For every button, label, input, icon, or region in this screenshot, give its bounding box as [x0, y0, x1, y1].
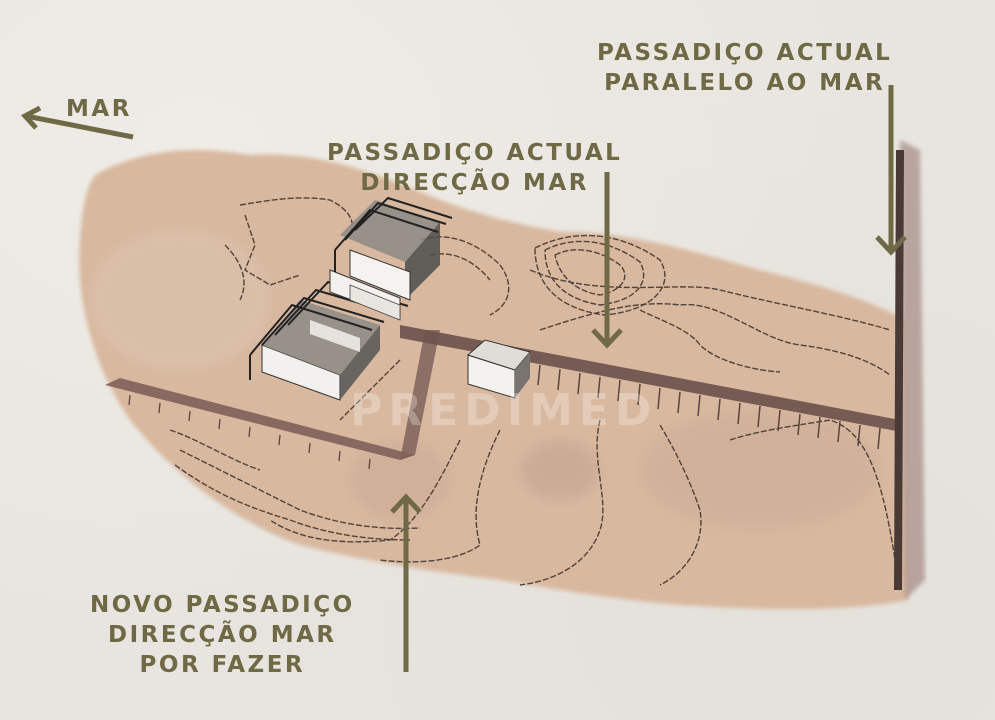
arrow-down-icon-paralelo — [875, 85, 907, 256]
label-novo-line-3: POR FAZER — [139, 652, 306, 678]
arrow-up-icon-novo — [390, 493, 422, 672]
small-building — [467, 339, 531, 399]
label-direccao-line-2: DIRECÇÃO MAR — [360, 170, 589, 196]
label-passadico-direccao: PASSADIÇO ACTUAL DIRECÇÃO MAR — [327, 138, 622, 198]
label-novo-line-1: NOVO PASSADIÇO — [90, 592, 355, 618]
greenhouse-buildings — [249, 196, 531, 401]
arrow-left-up-icon — [20, 105, 134, 140]
label-mar: MAR — [66, 94, 132, 124]
arrow-down-icon-direccao — [591, 172, 623, 349]
label-passadico-paralelo: PASSADIÇO ACTUAL PARALELO AO MAR — [597, 38, 892, 98]
label-mar-line-1: MAR — [66, 96, 132, 122]
building-cluster-upper — [329, 196, 453, 321]
label-paralelo-line-2: PARALELO AO MAR — [604, 70, 886, 96]
label-novo-line-2: DIRECÇÃO MAR — [108, 622, 337, 648]
watermark: PREDIMED — [350, 385, 658, 436]
label-novo-passadico: NOVO PASSADIÇO DIRECÇÃO MAR POR FAZER — [90, 590, 355, 680]
annotation-arrows — [20, 85, 907, 672]
label-direccao-line-1: PASSADIÇO ACTUAL — [327, 140, 623, 166]
label-paralelo-line-1: PASSADIÇO ACTUAL — [597, 40, 893, 66]
contour-lines — [169, 197, 896, 586]
